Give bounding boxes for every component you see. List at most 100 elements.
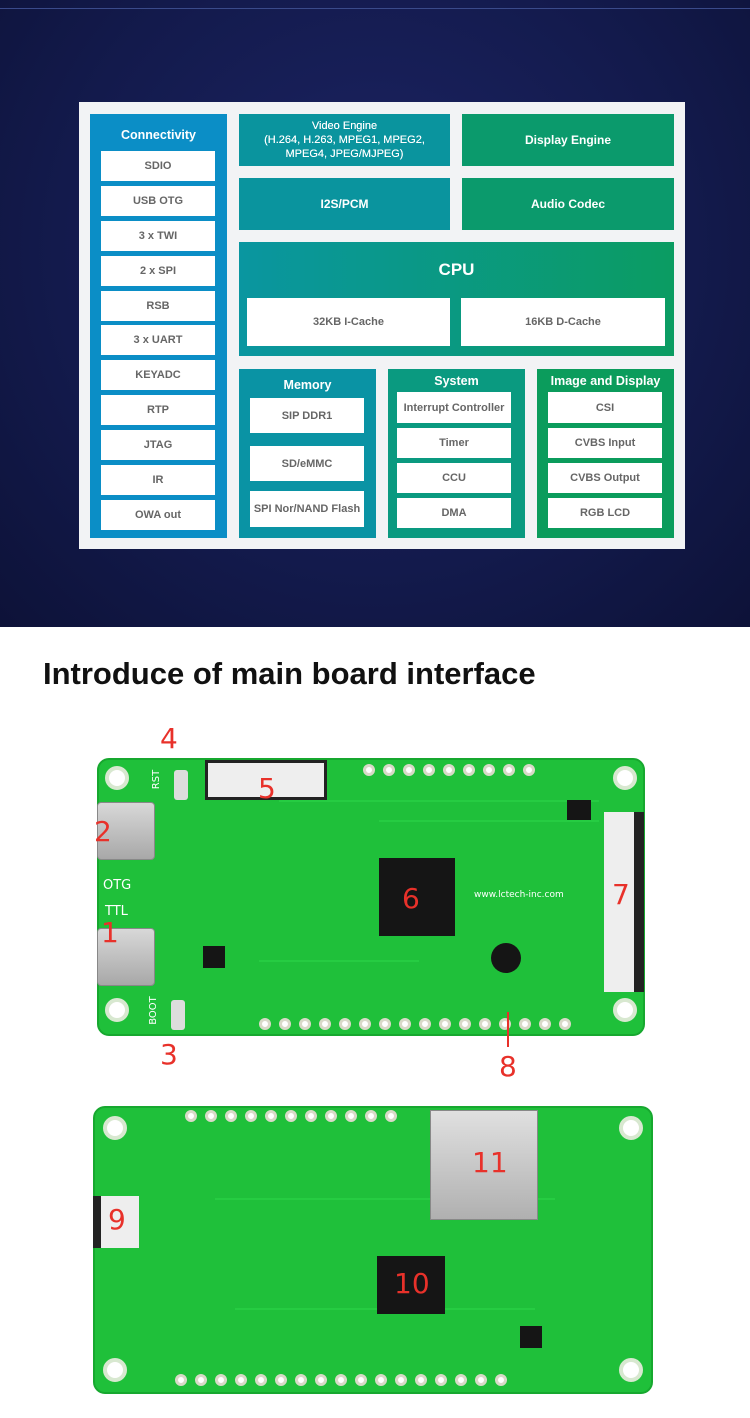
chip-u7 bbox=[203, 946, 225, 968]
header-pin bbox=[519, 1018, 531, 1030]
connectivity-title: Connectivity bbox=[120, 128, 196, 142]
header-pin bbox=[455, 1374, 467, 1386]
conn-item: JTAG bbox=[101, 430, 215, 460]
chip-u11 bbox=[567, 800, 591, 820]
header-pin bbox=[185, 1110, 197, 1122]
conn-item: RTP bbox=[101, 395, 215, 425]
header-pin bbox=[345, 1110, 357, 1122]
display-engine-block: Display Engine bbox=[462, 114, 674, 166]
label-9: 9 bbox=[108, 1203, 126, 1236]
mount-hole bbox=[613, 766, 637, 790]
microphone bbox=[491, 943, 521, 973]
label-8: 8 bbox=[499, 1050, 517, 1083]
conn-item: 2 x SPI bbox=[101, 256, 215, 286]
header-pin bbox=[495, 1374, 507, 1386]
memory-item: SD/eMMC bbox=[250, 446, 364, 481]
silk-url: www.lctech-inc.com bbox=[474, 890, 564, 900]
header-pin bbox=[483, 764, 495, 776]
label-4: 4 bbox=[160, 722, 178, 755]
header-pin bbox=[503, 764, 515, 776]
header-pin bbox=[305, 1110, 317, 1122]
header-pin bbox=[435, 1374, 447, 1386]
mount-hole bbox=[103, 1116, 127, 1140]
board-back-photo bbox=[93, 1106, 653, 1394]
conn-item: KEYADC bbox=[101, 360, 215, 390]
fpc-connector-side bbox=[93, 1196, 139, 1248]
header-pin bbox=[383, 764, 395, 776]
memory-item: SPI Nor/NAND Flash bbox=[250, 491, 364, 527]
header-pin bbox=[443, 764, 455, 776]
dcache-item: 16KB D-Cache bbox=[461, 298, 665, 346]
image-display-title: Image and Display bbox=[550, 374, 661, 388]
label-5: 5 bbox=[258, 772, 276, 805]
label-3: 3 bbox=[160, 1038, 178, 1071]
header-pin bbox=[395, 1374, 407, 1386]
conn-item: 3 x TWI bbox=[101, 221, 215, 251]
silk-ttl: TTL bbox=[105, 904, 128, 919]
header-pin bbox=[355, 1374, 367, 1386]
header-pin bbox=[225, 1110, 237, 1122]
header-pin bbox=[245, 1110, 257, 1122]
header-pin bbox=[423, 764, 435, 776]
boot-button bbox=[171, 1000, 185, 1030]
header-pin bbox=[259, 1018, 271, 1030]
header-pin bbox=[319, 1018, 331, 1030]
header-pin bbox=[205, 1110, 217, 1122]
header-pin bbox=[479, 1018, 491, 1030]
usb-c-connector-otg bbox=[97, 802, 155, 860]
fpc-connector-top bbox=[205, 760, 327, 800]
header-pin bbox=[365, 1110, 377, 1122]
image-item: CVBS Output bbox=[548, 463, 662, 493]
pointer-arrow bbox=[507, 1012, 509, 1047]
header-pin bbox=[385, 1110, 397, 1122]
label-10: 10 bbox=[394, 1267, 430, 1300]
conn-item: 3 x UART bbox=[101, 325, 215, 355]
label-2: 2 bbox=[94, 815, 112, 848]
header-pin bbox=[315, 1374, 327, 1386]
header-pin bbox=[463, 764, 475, 776]
mount-hole bbox=[619, 1358, 643, 1382]
header-pin bbox=[299, 1018, 311, 1030]
mount-hole bbox=[103, 1358, 127, 1382]
header-pin bbox=[379, 1018, 391, 1030]
chip-u4 bbox=[520, 1326, 542, 1348]
memory-title: Memory bbox=[283, 378, 332, 392]
header-pin bbox=[195, 1374, 207, 1386]
header-pin bbox=[235, 1374, 247, 1386]
pcb-trace bbox=[259, 960, 419, 962]
header-pin bbox=[215, 1374, 227, 1386]
header-pin bbox=[175, 1374, 187, 1386]
image-display-block: Image and Display CSI CVBS Input CVBS Ou… bbox=[537, 369, 674, 538]
header-pin bbox=[403, 764, 415, 776]
header-pin bbox=[339, 1018, 351, 1030]
system-item: Timer bbox=[397, 428, 511, 458]
header-pin bbox=[399, 1018, 411, 1030]
header-pin bbox=[265, 1110, 277, 1122]
silk-boot: BOOT bbox=[147, 996, 159, 1025]
audio-codec-block: Audio Codec bbox=[462, 178, 674, 230]
pcb-trace bbox=[279, 800, 599, 802]
flash-chip bbox=[377, 1256, 445, 1314]
cpu-title: CPU bbox=[438, 260, 475, 279]
label-11: 11 bbox=[472, 1146, 508, 1179]
conn-item: RSB bbox=[101, 291, 215, 321]
header-pin bbox=[255, 1374, 267, 1386]
header-pin bbox=[539, 1018, 551, 1030]
main-soc-chip bbox=[379, 858, 455, 936]
image-item: CSI bbox=[548, 392, 662, 423]
block-diagram: Connectivity SDIO USB OTG 3 x TWI 2 x SP… bbox=[79, 102, 685, 549]
header-pin bbox=[295, 1374, 307, 1386]
image-item: CVBS Input bbox=[548, 428, 662, 458]
section-title: Introduce of main board interface bbox=[43, 656, 536, 691]
pcb-trace bbox=[379, 820, 599, 822]
header-pin bbox=[523, 764, 535, 776]
divider bbox=[0, 8, 750, 9]
conn-item: USB OTG bbox=[101, 186, 215, 216]
i2s-pcm-block: I2S/PCM bbox=[239, 178, 450, 230]
header-pin bbox=[415, 1374, 427, 1386]
header-pin bbox=[439, 1018, 451, 1030]
system-item: DMA bbox=[397, 498, 511, 528]
system-title: System bbox=[434, 374, 479, 388]
sd-card-slot bbox=[430, 1110, 538, 1220]
conn-item: SDIO bbox=[101, 151, 215, 181]
